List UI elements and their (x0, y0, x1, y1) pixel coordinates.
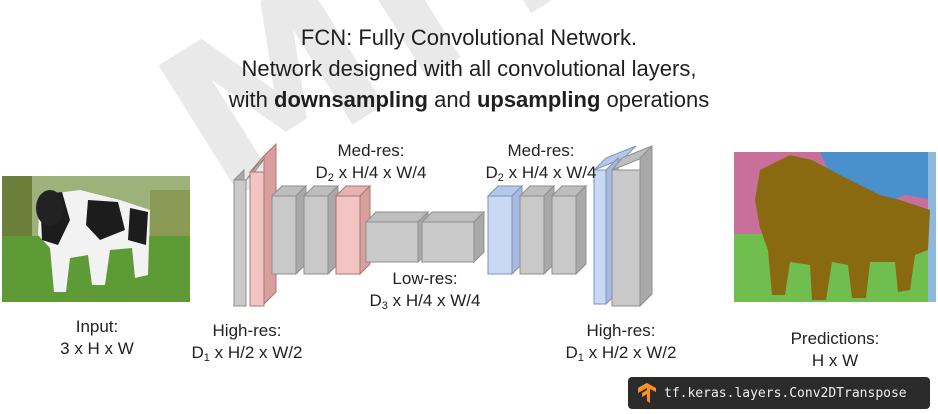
title-text: operations (600, 87, 710, 112)
bottleneck-low-res-blocks (364, 210, 486, 264)
label-line: Med-res: (337, 141, 405, 160)
dim-rest: x H/4 x W/4 (387, 291, 481, 310)
label-predictions: Predictions: H x W (760, 328, 910, 372)
title-line-1: FCN: Fully Convolutional Network. (300, 25, 638, 50)
dim-rest: x H/2 x W/2 (583, 343, 677, 362)
dim-rest: x H/4 x W/4 (503, 163, 597, 182)
label-dims: D1 x H/2 x W/2 (172, 342, 322, 364)
dim-subscript: 2 (497, 172, 504, 184)
dim-rest: x H/4 x W/4 (333, 163, 427, 182)
label-dims: D2 x H/4 x W/4 (296, 162, 446, 184)
slide-title: FCN: Fully Convolutional Network. Networ… (0, 22, 938, 115)
title-upsampling: upsampling (476, 87, 601, 112)
label-med-res-left: Med-res: D2 x H/4 x W/4 (296, 140, 446, 184)
label-line: Low-res: (392, 269, 458, 288)
label-dims: D3 x H/4 x W/4 (350, 290, 500, 312)
label-line: Predictions: (790, 329, 880, 348)
label-line: High-res: (212, 321, 282, 340)
label-line: Input: (75, 317, 119, 336)
code-text: tf.keras.layers.Conv2DTranspose (664, 385, 907, 401)
decoder-med-res-blocks (486, 184, 588, 276)
input-image (2, 176, 190, 302)
label-input: Input: 3 x H x W (22, 316, 172, 360)
title-line-2: Network designed with all convolutional … (241, 56, 697, 81)
prediction-segmentation-map (734, 152, 936, 302)
label-dims: D1 x H/2 x W/2 (546, 342, 696, 364)
title-downsampling: downsampling (274, 87, 428, 112)
dim-symbol: D (191, 343, 204, 362)
dim-symbol: D (485, 163, 498, 182)
dim-rest: x H/2 x W/2 (209, 343, 303, 362)
label-med-res-right: Med-res: D2 x H/4 x W/4 (466, 140, 616, 184)
dim-subscript: 1 (577, 352, 584, 364)
tensorflow-icon (638, 383, 656, 403)
dim-symbol: D (369, 291, 382, 310)
label-low-res: Low-res: D3 x H/4 x W/4 (350, 268, 500, 312)
label-line: High-res: (586, 321, 656, 340)
label-dims: D2 x H/4 x W/4 (466, 162, 616, 184)
label-line: Med-res: (507, 141, 575, 160)
label-line: 3 x H x W (60, 339, 134, 358)
title-line-3: with downsampling and upsampling operati… (0, 84, 938, 115)
decoder-high-res-block (593, 144, 653, 308)
code-badge: tf.keras.layers.Conv2DTranspose (628, 377, 930, 409)
dim-symbol: D (315, 163, 328, 182)
encoder-med-res-blocks (270, 184, 372, 276)
title-text: and (428, 87, 477, 112)
label-line: H x W (811, 351, 859, 370)
dim-subscript: 1 (203, 352, 210, 364)
encoder-high-res-block (233, 142, 277, 308)
label-high-res-right: High-res: D1 x H/2 x W/2 (546, 320, 696, 364)
label-high-res-left: High-res: D1 x H/2 x W/2 (172, 320, 322, 364)
dim-subscript: 2 (327, 172, 334, 184)
dim-subscript: 3 (381, 300, 388, 312)
dim-symbol: D (565, 343, 578, 362)
title-text: with (228, 87, 274, 112)
